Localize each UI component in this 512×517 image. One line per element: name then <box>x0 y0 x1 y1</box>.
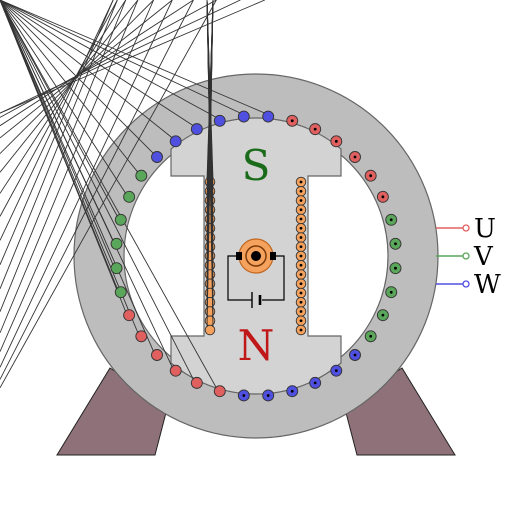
excitation-wire <box>262 255 285 301</box>
stator-conductor-v-cross <box>0 0 127 226</box>
rotor-coil-right <box>295 176 307 336</box>
stator-conductor-v-dot <box>364 330 377 343</box>
rotor-shaft <box>251 251 261 261</box>
stator-conductor-u-dot <box>364 169 377 182</box>
stator-conductors <box>0 0 402 402</box>
stator-conductor-v-cross <box>0 0 148 182</box>
rotor-coil-turn <box>295 260 307 271</box>
stator-conductor-w-cross <box>0 0 203 136</box>
terminal-u: U <box>436 214 496 244</box>
rotor-coil-turn <box>295 222 307 234</box>
terminal-label: V <box>473 242 494 272</box>
excitation-circuit <box>227 238 285 308</box>
terminal-post <box>462 252 470 260</box>
rotor-coil-turn <box>295 287 307 299</box>
terminal-label: W <box>474 270 501 300</box>
rotor-coil-turn <box>295 232 307 243</box>
rotor-coil-turn <box>295 278 307 290</box>
stator-conductor-w-dot <box>237 389 250 402</box>
terminal-post <box>462 224 470 232</box>
stator-conductor-u-cross <box>0 0 203 389</box>
stator-conductor-w-cross <box>0 0 226 127</box>
rotor-coil-turn <box>295 176 307 188</box>
rotor-coil-turn <box>204 0 216 336</box>
stator-conductor-v-dot <box>389 237 402 250</box>
stator-conductor-u-dot <box>349 151 361 163</box>
rotor-coil-turn <box>295 324 307 336</box>
terminal-w: W <box>436 270 501 300</box>
north-pole-label: N <box>238 321 275 370</box>
stator-conductor-w-dot <box>286 385 299 398</box>
stator-conductor-u-cross <box>0 0 163 361</box>
phase-terminals: UVW <box>436 214 501 300</box>
rotor-coil-turn <box>295 241 307 252</box>
south-pole-label: S <box>242 141 271 190</box>
stator-conductor-w-dot <box>262 389 275 402</box>
rotor-coil-turn <box>295 306 307 317</box>
terminal-v: V <box>436 242 494 272</box>
rotor-coil-turn <box>295 297 307 308</box>
stator-conductor-v-cross <box>0 0 136 203</box>
stator-conductor-u-dot <box>330 135 343 148</box>
rotor-coil-turn <box>295 204 307 215</box>
stator-conductor-u-dot <box>286 114 299 127</box>
rotor-coil-turn <box>295 269 307 280</box>
stator-conductor-v-dot <box>376 309 389 322</box>
stator-conductor-w-dot <box>309 376 322 389</box>
rotor-coil-left <box>204 0 216 336</box>
stator-conductor-w-cross <box>0 0 250 123</box>
stator-conductor-u-dot <box>309 123 322 136</box>
rotor-coil-turn <box>295 195 307 206</box>
stator-conductor-w-cross <box>0 0 182 148</box>
stator-conductor-u-cross <box>0 0 226 398</box>
stator-conductor-v-cross <box>0 0 123 250</box>
terminal-label: U <box>474 214 496 244</box>
rotor-coil-turn <box>295 315 307 327</box>
stator-conductor-w-dot <box>349 349 361 361</box>
terminal-post <box>462 280 470 288</box>
stator-conductor-w-cross <box>0 0 163 163</box>
stator-conductor-u-dot <box>376 190 389 203</box>
rotor-coil-turn <box>295 213 307 225</box>
stator-conductor-v-dot <box>389 262 402 275</box>
brush-left <box>236 252 242 260</box>
excitation-wire <box>227 255 252 301</box>
slip-ring-inner <box>245 245 267 267</box>
rotor-coil-turn <box>295 185 307 197</box>
stator-conductor-w-dot <box>330 364 343 377</box>
brush-right <box>270 252 276 260</box>
rotor-coil-turn <box>295 250 307 262</box>
stator-conductor-v-dot <box>385 286 398 299</box>
stator-conductor-v-cross <box>0 0 127 299</box>
stator-conductor-v-dot <box>385 213 398 226</box>
